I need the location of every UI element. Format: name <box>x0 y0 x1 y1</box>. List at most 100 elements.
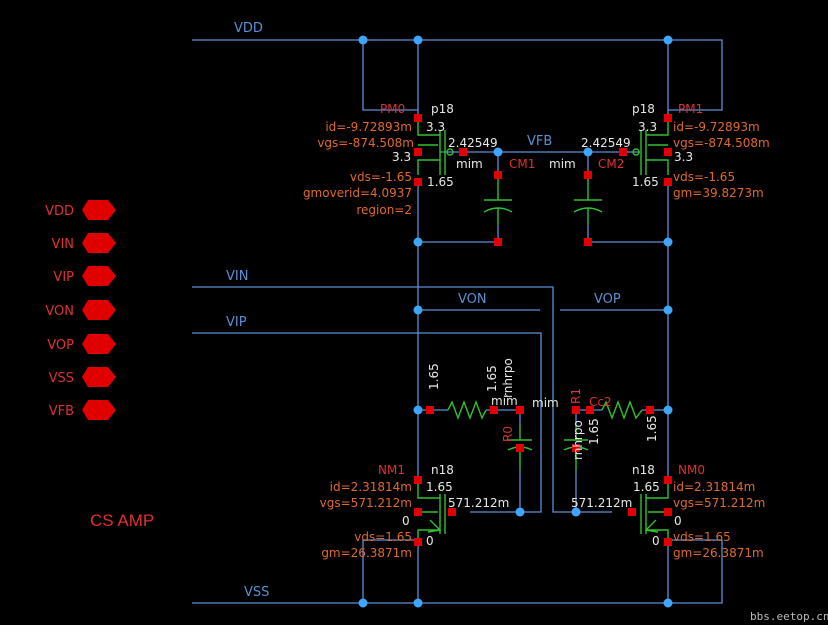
pm1-gate: 3.3 <box>674 150 693 164</box>
junction-dot <box>515 507 525 517</box>
junction-dot <box>493 147 503 157</box>
wire-vss <box>192 539 723 604</box>
nm0-id: id=2.31814m <box>673 480 755 494</box>
r0-name: R0 <box>501 426 515 442</box>
pin-label: VDD <box>45 204 74 219</box>
nm1-bulk: 0 <box>402 514 410 528</box>
pin-icon <box>82 334 116 354</box>
junction-dot <box>663 405 673 415</box>
resistor-r1[interactable] <box>586 400 654 420</box>
pin-vdd[interactable]: VDD <box>45 200 116 220</box>
cm2-symbol <box>573 178 603 225</box>
wire-vdd <box>192 39 723 118</box>
wire-vip <box>192 332 542 513</box>
cm1-symbol <box>483 178 513 225</box>
net-label-vop: VOP <box>594 292 621 307</box>
pin-vip[interactable]: VIP <box>53 266 116 286</box>
pin-marker <box>414 508 422 516</box>
pin-label: VFB <box>49 404 74 419</box>
nm1-vgs: vgs=571.212m <box>320 496 412 510</box>
cm2-name: CM2 <box>598 157 624 171</box>
pin-icon <box>82 266 116 286</box>
pin-label: VIP <box>53 270 74 285</box>
wires <box>192 39 723 604</box>
pin-marker <box>426 406 434 414</box>
pmos-pm1[interactable] <box>619 114 672 186</box>
pm1-vds: vds=-1.65 <box>673 170 735 184</box>
nm1-model: n18 <box>431 463 454 477</box>
pin-marker <box>414 178 422 186</box>
pmos-pm0[interactable] <box>414 114 467 186</box>
pin-marker <box>664 476 672 484</box>
nm1-source: 0 <box>426 534 434 548</box>
pm0-model: p18 <box>431 102 454 116</box>
pm0-symbol <box>417 118 446 175</box>
cc2-symbol <box>563 425 589 470</box>
pin-von[interactable]: VON <box>45 300 116 320</box>
nm0-gm: gm=26.3871m <box>673 546 764 560</box>
junction-dot <box>358 35 368 45</box>
resistor-r0[interactable] <box>426 400 498 420</box>
pin-marker <box>664 148 672 156</box>
cap-cc2[interactable] <box>563 406 589 470</box>
nm1-drain: 1.65 <box>426 480 453 494</box>
pm0-gate: 3.3 <box>392 150 411 164</box>
pin-marker <box>459 148 467 156</box>
r0-v-left: 1.65 <box>427 363 441 390</box>
pin-vfb[interactable]: VFB <box>49 400 116 420</box>
pin-vop[interactable]: VOP <box>47 334 116 354</box>
nm0-vds: vds=1.65 <box>673 530 731 544</box>
schematic-title: CS AMP <box>90 511 154 530</box>
cap-cm2[interactable] <box>573 171 603 246</box>
net-label-vfb: VFB <box>527 134 552 149</box>
pin-icon <box>82 367 116 387</box>
pin-label: VON <box>45 304 74 319</box>
net-label-vss: VSS <box>244 585 269 600</box>
cc1-model-left: mim <box>491 394 518 408</box>
cc2-name: Cc2 <box>589 395 612 409</box>
r1-v-left: 1.65 <box>587 418 601 445</box>
pm1-gm: gm=39.8273m <box>673 186 764 200</box>
junction-dot <box>663 305 673 315</box>
nm1-gm: gm=26.3871m <box>321 546 412 560</box>
net-label-von: VON <box>458 292 487 307</box>
pin-list: VDD VIN VIP VON VOP VSS VFB <box>45 200 116 420</box>
cm1-model: mim <box>456 157 483 171</box>
nm1-id: id=2.31814m <box>330 480 412 494</box>
junction-dot <box>413 405 423 415</box>
r1-symbol <box>601 400 643 420</box>
pin-icon <box>82 400 116 420</box>
pin-marker <box>628 508 636 516</box>
nm0-drain: 1.65 <box>633 480 660 494</box>
pm1-vg: 2.42549 <box>581 136 631 150</box>
pin-label: VOP <box>47 338 74 353</box>
pin-marker <box>619 148 627 156</box>
r1-model: rnhrpo <box>571 420 585 460</box>
cc1-model-right: mim <box>532 396 559 410</box>
cm1-name: CM1 <box>509 157 535 171</box>
pin-marker <box>584 171 592 179</box>
pin-vin[interactable]: VIN <box>52 233 116 253</box>
pin-marker <box>494 171 502 179</box>
wire-cap-drops <box>418 152 668 243</box>
pin-marker <box>516 444 524 452</box>
net-label-vdd: VDD <box>234 21 263 36</box>
pm1-id: id=-9.72893m <box>673 120 760 134</box>
cap-cc1[interactable] <box>507 406 533 470</box>
pin-vss[interactable]: VSS <box>49 367 116 387</box>
nmos-nm1[interactable] <box>414 476 456 546</box>
nmos-nm0[interactable] <box>628 476 672 546</box>
junction-dot <box>413 237 423 247</box>
cap-cm1[interactable] <box>483 171 513 246</box>
pm0-region: region=2 <box>356 203 412 217</box>
junction-dot <box>663 35 673 45</box>
pin-label: VSS <box>49 371 74 386</box>
pin-marker <box>414 476 422 484</box>
pin-marker <box>664 538 672 546</box>
junction-dot <box>358 598 368 608</box>
pin-icon <box>82 300 116 320</box>
nm0-vg: 571.212m <box>571 496 632 510</box>
pin-marker <box>586 406 594 414</box>
pm1-drain: 1.65 <box>632 175 659 189</box>
pin-marker <box>664 178 672 186</box>
